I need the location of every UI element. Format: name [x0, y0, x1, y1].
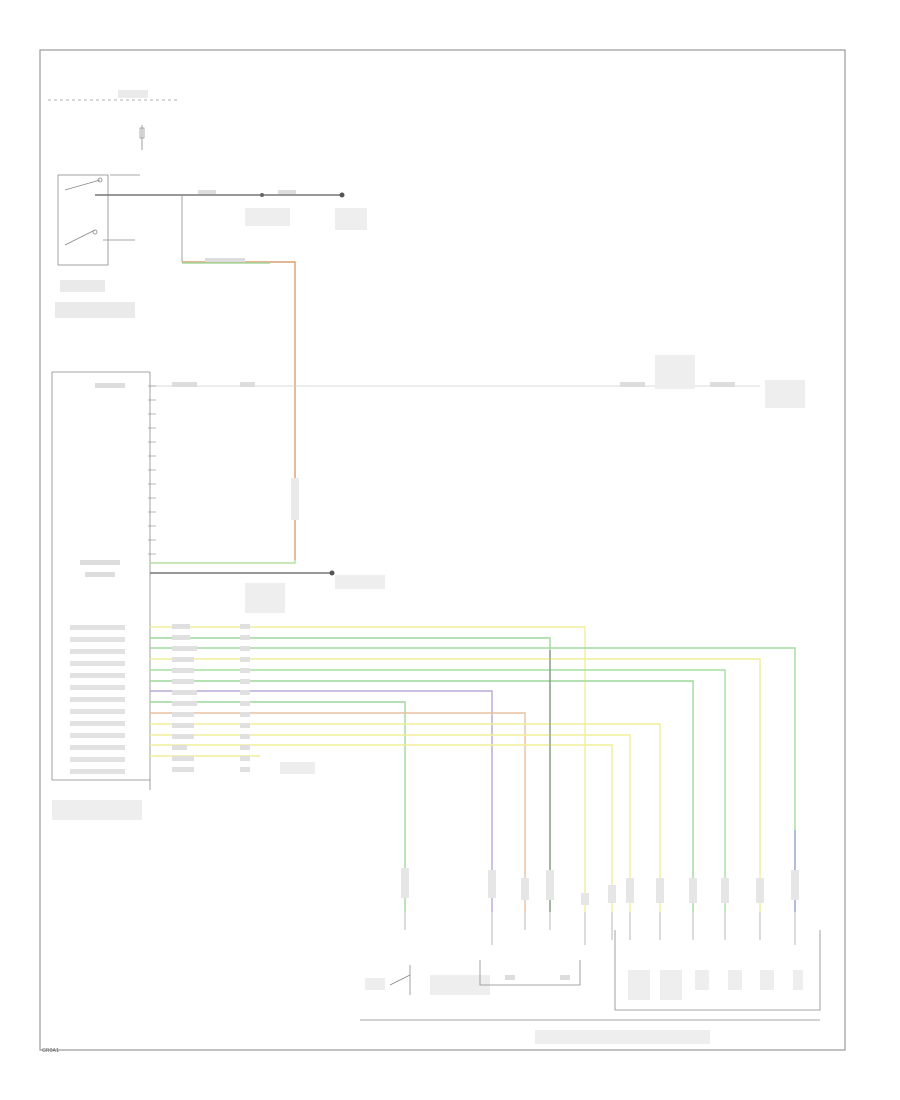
wire-code-labels	[172, 624, 250, 772]
bottom-switch-component	[365, 965, 490, 995]
power-label-block	[118, 90, 148, 98]
connector-dot	[260, 193, 264, 197]
module-pin-labels	[70, 625, 125, 774]
solenoid-block	[614, 930, 821, 1011]
splice-label	[655, 355, 695, 389]
wire-yellow-1	[150, 626, 586, 912]
wire-label	[198, 190, 216, 194]
wire-yellow-11	[150, 734, 631, 912]
wire-yellow-10	[150, 723, 661, 912]
component-label	[765, 380, 805, 408]
diagram-frame	[39, 49, 846, 1051]
wire-green-end	[150, 560, 296, 564]
ground-label	[335, 575, 385, 589]
bottom-component-label	[535, 1030, 710, 1044]
wire-label	[620, 382, 645, 387]
wire-label	[205, 258, 245, 262]
wire-green-8	[150, 701, 406, 912]
vertical-wire-labels	[401, 868, 799, 905]
wire-yellow-4	[150, 658, 761, 912]
pin-label	[95, 383, 125, 388]
bottom-sensor-bracket	[479, 960, 581, 986]
wire-label-vertical	[291, 478, 299, 520]
pin-end-ticks	[404, 912, 796, 945]
splice-label	[245, 583, 285, 613]
wire-bundle	[150, 626, 796, 912]
wire-orange-9	[150, 712, 526, 912]
fuse-symbol	[139, 125, 145, 150]
wire-orange-green	[182, 261, 296, 560]
wire-yellow-12	[150, 744, 613, 912]
note-label	[280, 762, 315, 774]
splice-label	[245, 208, 290, 226]
pin-label	[80, 560, 120, 565]
wire-label	[172, 382, 197, 387]
wire-green-5	[150, 669, 726, 912]
pin-label	[85, 572, 115, 577]
transmission-range-switch	[55, 174, 140, 318]
connector-dot	[339, 192, 345, 198]
footer-code: GR0A1	[42, 1048, 59, 1054]
wire-label	[240, 382, 255, 387]
wire-label	[710, 382, 735, 387]
wire-label	[278, 190, 296, 194]
wire-green-3	[150, 647, 796, 912]
transmission-control-module	[51, 371, 151, 820]
wire-purple-7	[150, 690, 493, 912]
wire-green-6	[150, 680, 694, 912]
ground-label	[335, 208, 367, 230]
connector-dot	[329, 570, 335, 576]
module-pin-ticks	[148, 385, 156, 555]
